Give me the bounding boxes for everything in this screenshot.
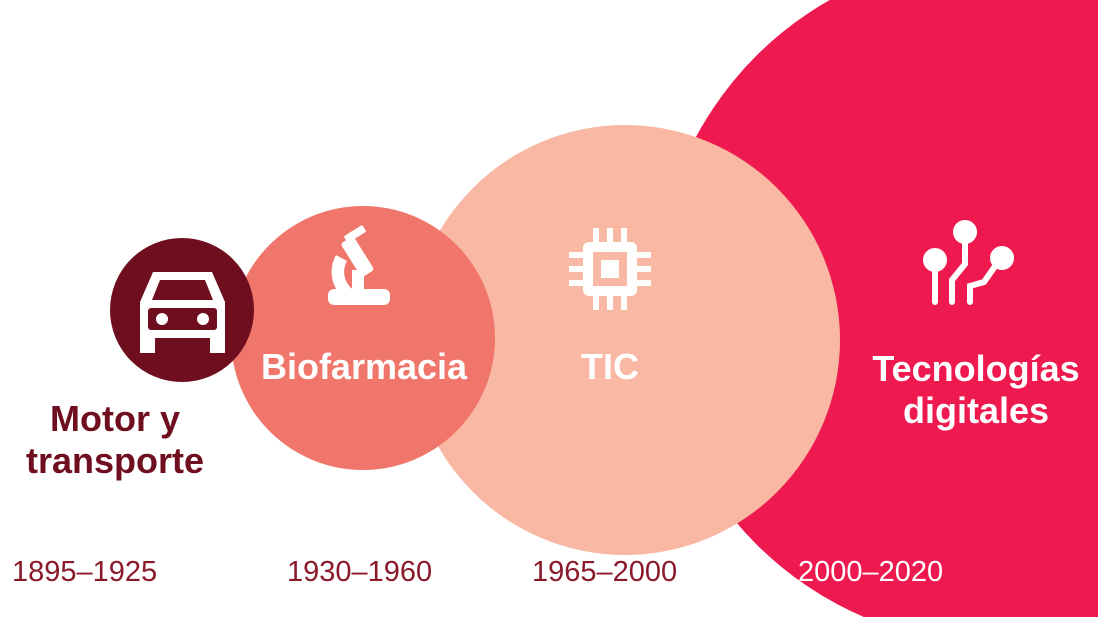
digital-label: Tecnologías digitales xyxy=(858,348,1094,432)
motor-years: 1895–1925 xyxy=(12,556,158,588)
digital-years: 2000–2020 xyxy=(798,556,944,588)
microscope-icon xyxy=(328,225,390,305)
chip-icon xyxy=(569,228,651,310)
digital-label-line2: digitales xyxy=(902,390,1050,432)
tic-label: TIC xyxy=(581,346,639,387)
car-icon xyxy=(140,272,225,353)
tic-years: 1965–2000 xyxy=(532,556,678,588)
biofarmacia-years: 1930–1960 xyxy=(287,556,433,588)
circuit-icon xyxy=(923,220,1014,305)
motor-label-line2: transporte xyxy=(25,440,205,482)
motor-label-line1: Motor y xyxy=(50,398,180,439)
biofarmacia-circle xyxy=(231,206,495,470)
biofarmacia-label: Biofarmacia xyxy=(260,346,468,387)
tic-circle xyxy=(410,125,840,555)
digital-label-line1: Tecnologías xyxy=(872,348,1080,389)
motor-label: Motor y transporte xyxy=(12,398,218,482)
